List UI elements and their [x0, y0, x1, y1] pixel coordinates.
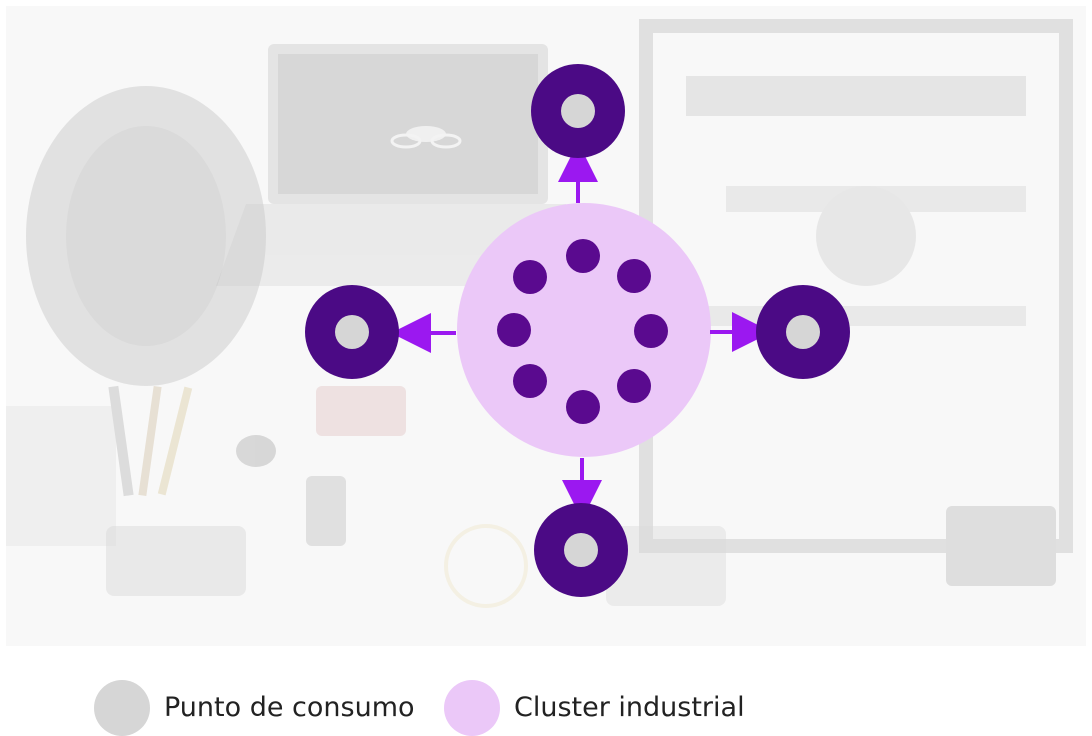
jet-engine-icon	[26, 86, 266, 386]
cluster-dot	[566, 239, 600, 273]
pens-icon	[6, 385, 193, 546]
cluster-dots	[497, 239, 668, 424]
diagram	[305, 64, 850, 597]
cluster-dot	[634, 314, 668, 348]
legend-label-consumo: Punto de consumo	[164, 692, 415, 723]
cluster-dot	[617, 259, 651, 293]
consumption-node-top	[531, 64, 625, 158]
cluster-dot	[617, 369, 651, 403]
background-photo	[6, 6, 1086, 646]
legend: Punto de consumo Cluster industrial	[0, 670, 1092, 736]
laptop-icon	[216, 44, 596, 286]
consumption-node-right	[756, 285, 850, 379]
arrows	[391, 142, 772, 520]
legend-swatch-consumo	[94, 680, 150, 736]
legend-label-cluster: Cluster industrial	[514, 692, 745, 723]
cluster-dot	[497, 313, 531, 347]
legend-swatch-cluster	[444, 680, 500, 736]
cluster-dot	[513, 260, 547, 294]
cluster-dot	[566, 390, 600, 424]
cluster-dot	[513, 364, 547, 398]
consumption-node-bottom	[534, 503, 628, 597]
consumption-node-left	[305, 285, 399, 379]
tools-icon	[106, 386, 726, 608]
